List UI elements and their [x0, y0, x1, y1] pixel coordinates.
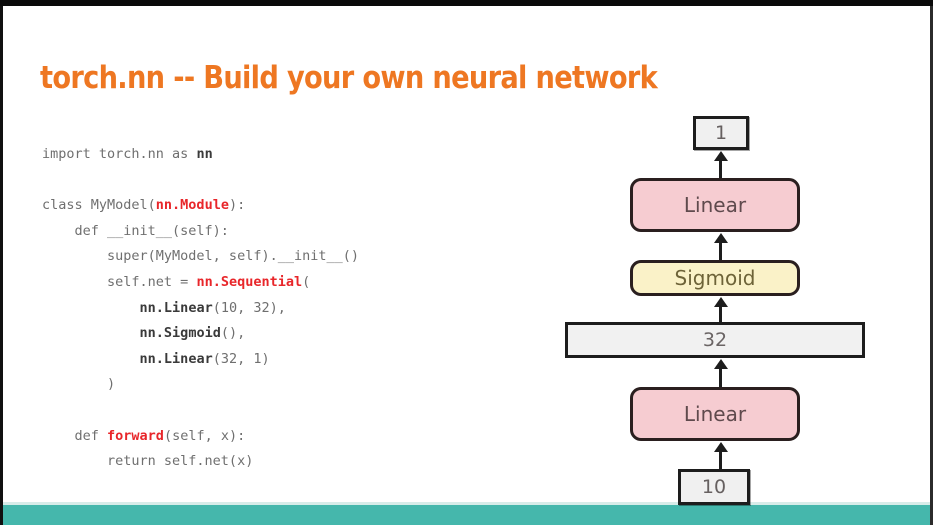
code-line: nn.Sigmoid(), — [42, 321, 359, 347]
code-token: (self, x): — [163, 427, 246, 444]
diagram-node-linear-2-label: Linear — [683, 193, 747, 217]
code-token: import torch.nn as — [42, 146, 197, 162]
network-diagram: 1 Linear Sigmoid 32 Linear 10 — [540, 100, 933, 525]
code-token: class MyModel( — [42, 197, 156, 214]
code-token — [42, 351, 140, 367]
code-line: ) — [42, 372, 359, 398]
code-token: ( — [302, 273, 311, 290]
code-token: def — [42, 427, 108, 444]
footer-bar-shade — [3, 502, 930, 505]
slide-left-border — [0, 6, 3, 525]
code-token: nn.Sigmoid — [139, 325, 221, 342]
code-token: forward — [107, 427, 164, 444]
code-line: import torch.nn as nn — [42, 142, 359, 168]
code-token: (10, 32), — [212, 299, 286, 316]
code-token: nn — [196, 146, 213, 162]
diagram-arrow-sigmoid-to-linear2 — [713, 233, 728, 262]
code-token: nn.Linear — [139, 350, 213, 367]
code-token: def __init__(self): — [42, 222, 229, 239]
code-line: nn.Linear(10, 32), — [42, 296, 359, 322]
code-line — [42, 168, 359, 194]
diagram-arrow-linear2-to-output — [713, 151, 728, 182]
code-line: super(MyModel, self).__init__() — [42, 244, 359, 270]
page-title: torch.nn -- Build your own neural networ… — [40, 60, 658, 96]
code-line: def __init__(self): — [42, 219, 359, 245]
diagram-node-input-label: 10 — [701, 476, 727, 498]
code-block: import torch.nn as nn class MyModel(nn.Mo… — [42, 142, 359, 475]
code-line: nn.Linear(32, 1) — [42, 347, 359, 373]
code-token: (), — [220, 325, 246, 342]
diagram-node-linear-1-label: Linear — [683, 402, 747, 426]
slide-top-border — [0, 0, 933, 6]
code-token: return self.net(x) — [42, 453, 254, 470]
diagram-node-linear-2: Linear — [630, 178, 800, 232]
code-token: super(MyModel, self).__init__() — [42, 248, 359, 265]
diagram-node-output-label: 1 — [714, 122, 728, 144]
code-line: def forward(self, x): — [42, 424, 359, 450]
diagram-arrow-input-to-linear1 — [713, 442, 728, 470]
code-line: self.net = nn.Sequential( — [42, 270, 359, 296]
code-line: class MyModel(nn.Module): — [42, 193, 359, 219]
code-token: nn.Linear — [139, 299, 213, 316]
footer-accent-bar — [3, 505, 930, 525]
code-line — [42, 398, 359, 424]
diagram-node-sigmoid-label: Sigmoid — [674, 266, 756, 290]
slide-right-border — [930, 6, 933, 525]
diagram-arrow-hidden-to-sigmoid — [713, 297, 728, 324]
code-token: nn.Module — [155, 197, 229, 214]
diagram-node-output: 1 — [693, 116, 749, 150]
code-token: ): — [228, 197, 246, 214]
diagram-arrow-linear1-to-hidden — [713, 359, 728, 387]
diagram-node-linear-1: Linear — [630, 387, 800, 441]
code-token — [42, 325, 140, 341]
code-line: return self.net(x) — [42, 449, 359, 475]
diagram-node-hidden-label: 32 — [702, 329, 728, 351]
diagram-node-hidden: 32 — [565, 322, 865, 358]
code-token — [42, 300, 140, 316]
code-token: (32, 1) — [212, 350, 270, 367]
diagram-node-sigmoid: Sigmoid — [630, 260, 800, 296]
code-token: ) — [42, 376, 116, 393]
code-token: self.net = — [42, 273, 197, 290]
code-token: nn.Sequential — [196, 273, 303, 290]
diagram-node-input: 10 — [678, 469, 750, 505]
